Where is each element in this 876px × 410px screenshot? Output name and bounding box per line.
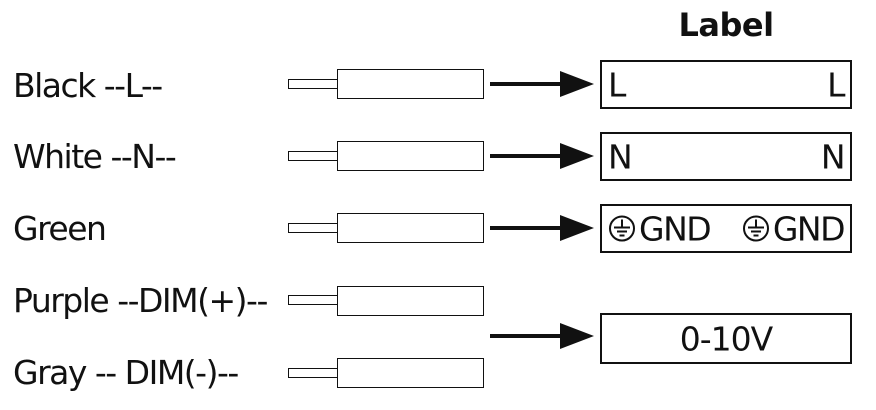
- arrow-dim: [490, 323, 594, 349]
- terminal-label-right: N: [820, 137, 846, 176]
- wire-label-green: Green: [13, 209, 107, 248]
- connector-sleeve: [337, 141, 484, 171]
- terminal-label-right: GND: [772, 209, 846, 248]
- terminal-box-l: L L: [600, 60, 852, 109]
- wire-label-black: Black --L--: [13, 66, 163, 105]
- wire-label-gray: Gray -- DIM(-)--: [13, 353, 239, 392]
- terminal-box-dim: 0-10V: [600, 313, 852, 364]
- connector-sleeve: [337, 286, 484, 316]
- terminal-label-right: L: [827, 65, 845, 104]
- terminal-box-n: N N: [600, 132, 852, 181]
- label-header: Label: [678, 6, 774, 44]
- connector-sleeve: [337, 69, 484, 99]
- arrow-black: [490, 71, 594, 97]
- ground-symbol-icon: [742, 215, 769, 242]
- arrow-white: [490, 143, 594, 169]
- terminal-label-left: GND: [639, 209, 712, 248]
- terminal-box-gnd: GND GND: [600, 204, 852, 253]
- connector-sleeve: [337, 358, 484, 388]
- connector-sleeve: [337, 213, 484, 243]
- terminal-gnd-left: GND: [608, 209, 712, 248]
- ground-symbol-icon: [609, 215, 635, 242]
- wire-label-white: White --N--: [13, 137, 177, 176]
- terminal-label-left: N: [608, 137, 633, 176]
- wire-label-purple: Purple --DIM(+)--: [13, 281, 268, 320]
- terminal-gnd-right: GND: [742, 209, 846, 248]
- terminal-label-dim: 0-10V: [679, 319, 773, 358]
- terminal-label-left: L: [608, 65, 626, 104]
- arrow-green: [490, 215, 594, 241]
